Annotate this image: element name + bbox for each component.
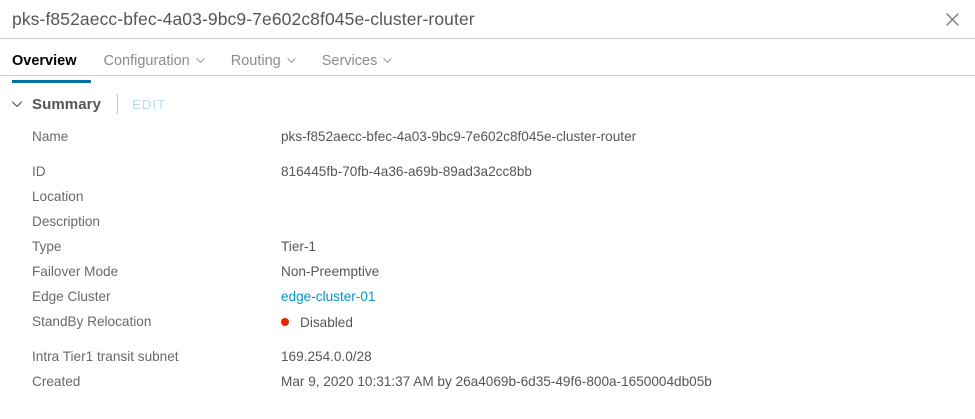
detail-row-label: Edge Cluster bbox=[32, 289, 111, 304]
status-badge: Disabled bbox=[300, 314, 353, 330]
close-icon[interactable] bbox=[941, 8, 963, 30]
summary-title: Summary bbox=[32, 95, 102, 113]
detail-row-value: Tier-1 bbox=[281, 239, 316, 254]
detail-row-value: 816445fb-70fb-4a36-a69b-89ad3a2cc8bb bbox=[281, 164, 532, 179]
tab-bar: Overview Configuration Routing Services bbox=[0, 39, 975, 83]
status-dot-icon bbox=[281, 318, 289, 326]
tab-overview[interactable]: Overview bbox=[12, 46, 91, 83]
detail-row: Edge Cluster edge-cluster-01 bbox=[0, 289, 975, 314]
detail-row-label: Type bbox=[32, 239, 62, 254]
header-divider bbox=[117, 94, 119, 114]
detail-row: Intra Tier1 transit subnet 169.254.0.0/28 bbox=[0, 349, 975, 374]
detail-row: Name pks-f852aecc-bfec-4a03-9bc9-7e602c8f… bbox=[0, 129, 975, 154]
chevron-down-icon bbox=[383, 56, 392, 65]
detail-row: Failover Mode Non-Preemptive bbox=[0, 264, 975, 289]
summary-detail-list: Name pks-f852aecc-bfec-4a03-9bc9-7e602c8f… bbox=[0, 121, 975, 399]
detail-row-label: Name bbox=[32, 129, 69, 144]
detail-row: Type Tier-1 bbox=[0, 239, 975, 264]
detail-row-label: Intra Tier1 transit subnet bbox=[32, 349, 179, 364]
panel-titlebar: pks-f852aecc-bfec-4a03-9bc9-7e602c8f045e… bbox=[0, 0, 975, 39]
detail-row: Description bbox=[0, 214, 975, 239]
tab-routing[interactable]: Routing bbox=[218, 46, 309, 76]
detail-row-value: Disabled bbox=[281, 315, 353, 330]
summary-section-header: Summary EDIT bbox=[0, 87, 975, 121]
tab-services-label: Services bbox=[321, 53, 378, 69]
detail-row-value: Mar 9, 2020 10:31:37 AM by 26a4069b-6d35… bbox=[281, 374, 712, 389]
tab-configuration[interactable]: Configuration bbox=[91, 46, 218, 76]
detail-row-label: Created bbox=[32, 374, 81, 389]
detail-row: Created Mar 9, 2020 10:31:37 AM by 26a406… bbox=[0, 374, 975, 399]
chevron-down-icon bbox=[196, 56, 205, 65]
detail-row: StandBy Relocation Disabled bbox=[0, 314, 975, 339]
tab-services[interactable]: Services bbox=[309, 46, 406, 76]
tab-configuration-label: Configuration bbox=[103, 53, 190, 69]
detail-row-value[interactable]: edge-cluster-01 bbox=[281, 289, 376, 304]
tab-overview-label: Overview bbox=[12, 53, 77, 69]
detail-row-label: Failover Mode bbox=[32, 264, 119, 279]
detail-row: ID 816445fb-70fb-4a36-a69b-89ad3a2cc8bb bbox=[0, 164, 975, 189]
detail-row-value: 169.254.0.0/28 bbox=[281, 349, 372, 364]
detail-row-label: StandBy Relocation bbox=[32, 314, 152, 329]
detail-row-value: pks-f852aecc-bfec-4a03-9bc9-7e602c8f045e… bbox=[281, 129, 637, 144]
chevron-down-icon[interactable] bbox=[10, 97, 24, 111]
edit-button[interactable]: EDIT bbox=[132, 96, 167, 112]
detail-row-label: Description bbox=[32, 214, 100, 229]
detail-row-label: ID bbox=[32, 164, 46, 179]
detail-row-label: Location bbox=[32, 189, 84, 204]
chevron-down-icon bbox=[287, 56, 296, 65]
detail-row: Location bbox=[0, 189, 975, 214]
page-title: pks-f852aecc-bfec-4a03-9bc9-7e602c8f045e… bbox=[12, 8, 475, 29]
detail-row-value: Non-Preemptive bbox=[281, 264, 380, 279]
tab-routing-label: Routing bbox=[230, 53, 281, 69]
